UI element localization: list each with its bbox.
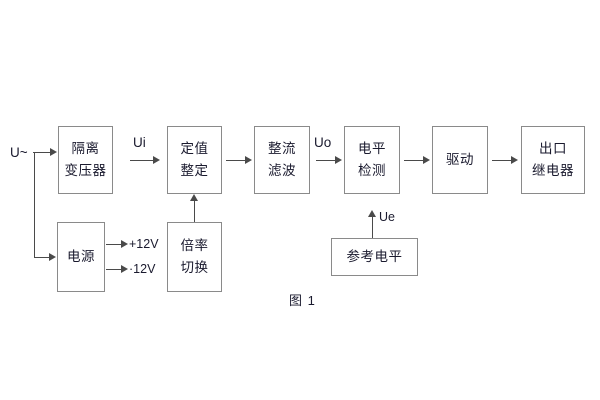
arrowhead-level-detect-to-driver [423, 156, 430, 164]
block-isolation-transformer: 隔离 变压器 [58, 126, 113, 194]
level-detect-line2: 检测 [358, 163, 386, 178]
connector-transformer-to-setting [130, 160, 154, 161]
setting-adjust-line2: 整定 [180, 163, 209, 178]
arrowhead-reference-to-level-detect [368, 210, 376, 217]
multiplier-switch-line1: 倍率 [180, 238, 209, 254]
arrowhead-multiplier-to-setting [190, 194, 198, 201]
block-power-supply: 电源 [57, 222, 105, 292]
block-setting-adjust: 定值 整定 [167, 126, 222, 194]
arrowhead-setting-to-rectify [245, 156, 252, 164]
arrowhead-rail-negative [121, 265, 128, 273]
arrowhead-rectify-to-level-detect [335, 156, 342, 164]
block-output-relay: 出口 继电器 [521, 126, 585, 194]
input-bus-trunk [34, 152, 35, 257]
signal-label-ue: Ue [379, 210, 395, 224]
setting-adjust-line1: 定值 [180, 141, 209, 157]
block-multiplier-switch: 倍率 切换 [167, 222, 222, 292]
connector-reference-to-level-detect [372, 216, 373, 238]
rectify-filter-line2: 滤波 [268, 163, 296, 178]
arrowhead-transformer-to-setting [153, 156, 160, 164]
signal-label-uo: Uo [314, 135, 332, 150]
block-level-detect: 电平 检测 [344, 126, 400, 194]
rail-label-positive: +12V [129, 237, 159, 251]
isolation-transformer-line2: 变压器 [64, 163, 107, 178]
arrowhead-driver-to-output-relay [511, 156, 518, 164]
figure-caption: 图 1 [289, 293, 316, 308]
power-supply-line1: 电源 [67, 249, 95, 265]
connector-multiplier-to-setting [194, 200, 195, 222]
block-driver: 驱动 [432, 126, 488, 194]
arrowhead-input-to-transformer [50, 148, 57, 156]
driver-line1: 驱动 [446, 152, 474, 168]
rail-label-negative: ·12V [129, 262, 156, 276]
output-relay-line1: 出口 [539, 141, 567, 157]
rectify-filter-line1: 整流 [268, 141, 296, 157]
block-reference-level: 参考电平 [331, 238, 418, 276]
connector-level-detect-to-driver [404, 160, 425, 161]
connector-rail-positive [106, 244, 124, 245]
level-detect-line1: 电平 [358, 141, 386, 157]
connector-driver-to-output-relay [492, 160, 513, 161]
connector-rectify-to-level-detect [316, 160, 337, 161]
input-branch-to-transformer [34, 152, 51, 153]
signal-label-ui: Ui [133, 135, 146, 150]
arrowhead-rail-positive [121, 240, 128, 248]
connector-setting-to-rectify [226, 160, 248, 161]
input-signal-label-u: U~ [10, 145, 28, 160]
input-branch-to-power-supply [34, 257, 50, 258]
reference-level-line1: 参考电平 [346, 249, 403, 265]
multiplier-switch-line2: 切换 [180, 260, 209, 275]
arrowhead-input-to-power-supply [49, 253, 56, 261]
connector-rail-negative [106, 269, 124, 270]
isolation-transformer-line1: 隔离 [71, 141, 100, 157]
output-relay-line2: 继电器 [532, 163, 574, 178]
block-rectify-filter: 整流 滤波 [254, 126, 310, 194]
